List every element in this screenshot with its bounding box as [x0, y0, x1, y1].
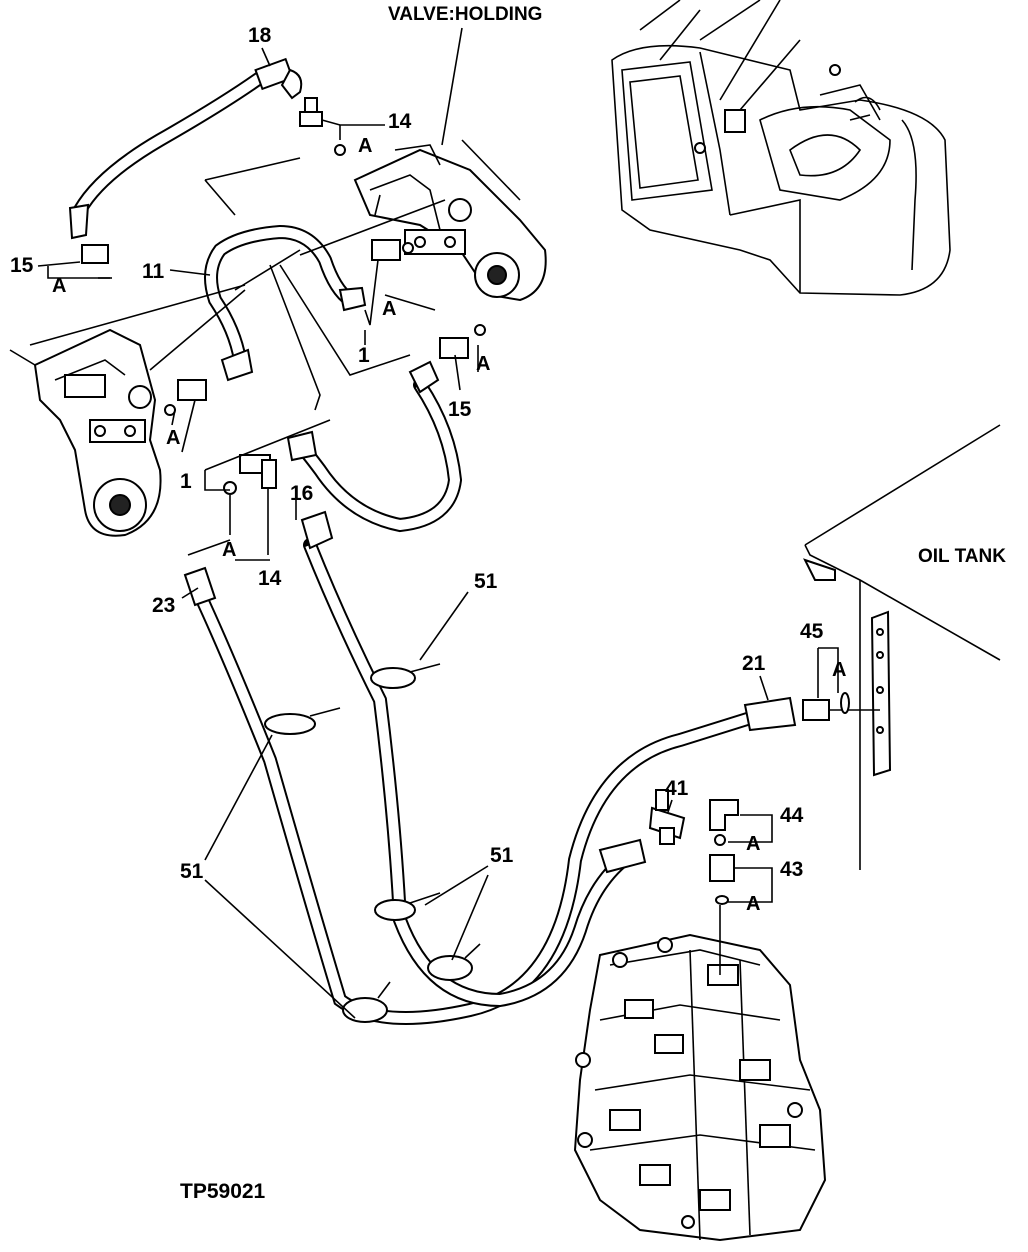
- callout-43: 43: [780, 858, 803, 881]
- callout-51-mid: 51: [490, 844, 514, 867]
- callout-45: 45: [800, 620, 824, 643]
- hose-23: [183, 566, 767, 1025]
- callout-23: 23: [152, 594, 175, 617]
- callout-44: 44: [780, 804, 804, 827]
- hose-18: [68, 57, 303, 240]
- o-ring-reference-labels: A A A A A A A A A: [52, 135, 846, 915]
- callout-14-top: 14: [388, 110, 412, 133]
- hose-right-loop: [286, 360, 463, 533]
- fittings: [81, 97, 880, 975]
- ref-a-44: A: [746, 833, 760, 855]
- callout-15-left: 15: [10, 254, 34, 277]
- ref-a-43: A: [746, 893, 760, 915]
- hose-11: [204, 224, 367, 382]
- callout-labels: 18 14 15 11 1 15 1 16 14 23 51 51 51 21 …: [10, 24, 824, 883]
- ref-a-15-left: A: [52, 275, 66, 297]
- callout-16: 16: [290, 482, 313, 505]
- callout-51-left: 51: [180, 860, 204, 883]
- valve-holding-caption: VALVE:HOLDING: [388, 4, 542, 25]
- ref-a-1-right: A: [382, 298, 396, 320]
- ref-a-1-left: A: [166, 427, 180, 449]
- hose-21: [300, 510, 797, 1008]
- callout-1-left: 1: [180, 470, 192, 493]
- drawing-id: TP59021: [180, 1180, 266, 1203]
- holding-valve-left: [9, 328, 162, 537]
- excavator-inset: [611, 0, 951, 296]
- control-valve: [573, 933, 827, 1242]
- callout-51-top: 51: [474, 570, 498, 593]
- oil-tank: [803, 424, 1001, 870]
- oil-tank-caption: OIL TANK: [918, 546, 1006, 567]
- callout-41: 41: [665, 777, 689, 800]
- leader-lines: [29, 27, 839, 1019]
- callout-14-bottom: 14: [258, 567, 282, 590]
- callout-1-right: 1: [358, 344, 370, 367]
- holding-valve-right: [353, 139, 547, 302]
- callout-21: 21: [742, 652, 766, 675]
- callout-18: 18: [248, 24, 272, 47]
- callout-11: 11: [142, 260, 165, 283]
- callout-15-right: 15: [448, 398, 472, 421]
- ref-a-14-top: A: [358, 135, 372, 157]
- ref-a-45: A: [832, 659, 846, 681]
- captions: VALVE:HOLDING OIL TANK TP59021: [180, 4, 1006, 1203]
- ref-a-14-bottom: A: [222, 539, 236, 561]
- ref-a-15-right: A: [476, 353, 490, 375]
